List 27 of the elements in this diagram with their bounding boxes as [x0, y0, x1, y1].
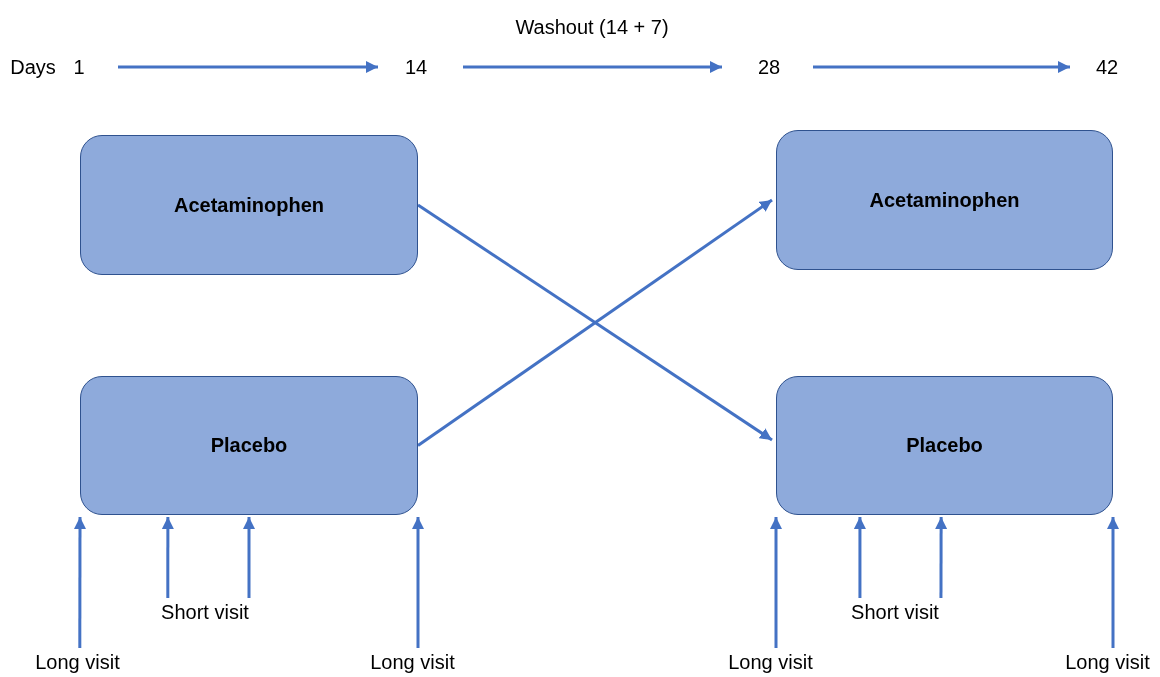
arrow — [463, 61, 722, 73]
arrow — [74, 517, 86, 648]
visit-label: Long visit — [713, 650, 828, 676]
arrow — [813, 61, 1070, 73]
day-number: 14 — [398, 55, 434, 79]
day-number: 42 — [1089, 55, 1125, 79]
axis-label: Days — [9, 55, 57, 79]
visit-label: Short visit — [835, 600, 955, 626]
arrow — [1107, 517, 1119, 648]
arrow — [853, 517, 866, 598]
treatment-box: Acetaminophen — [776, 130, 1113, 270]
treatment-box: Placebo — [776, 376, 1113, 515]
arrow — [770, 517, 782, 648]
day-number: 28 — [751, 55, 787, 79]
treatment-box: Placebo — [80, 376, 418, 515]
visit-label: Short visit — [145, 600, 265, 626]
visit-label: Long visit — [20, 650, 135, 676]
arrow — [935, 517, 948, 598]
edge-label: Washout (14 + 7) — [514, 15, 670, 39]
arrow — [118, 61, 378, 73]
treatment-box: Acetaminophen — [80, 135, 418, 275]
visit-label: Long visit — [1050, 650, 1160, 676]
arrow — [161, 517, 174, 598]
visit-label: Long visit — [355, 650, 470, 676]
arrow — [243, 517, 255, 598]
arrow — [412, 517, 424, 648]
day-number: 1 — [66, 55, 92, 79]
